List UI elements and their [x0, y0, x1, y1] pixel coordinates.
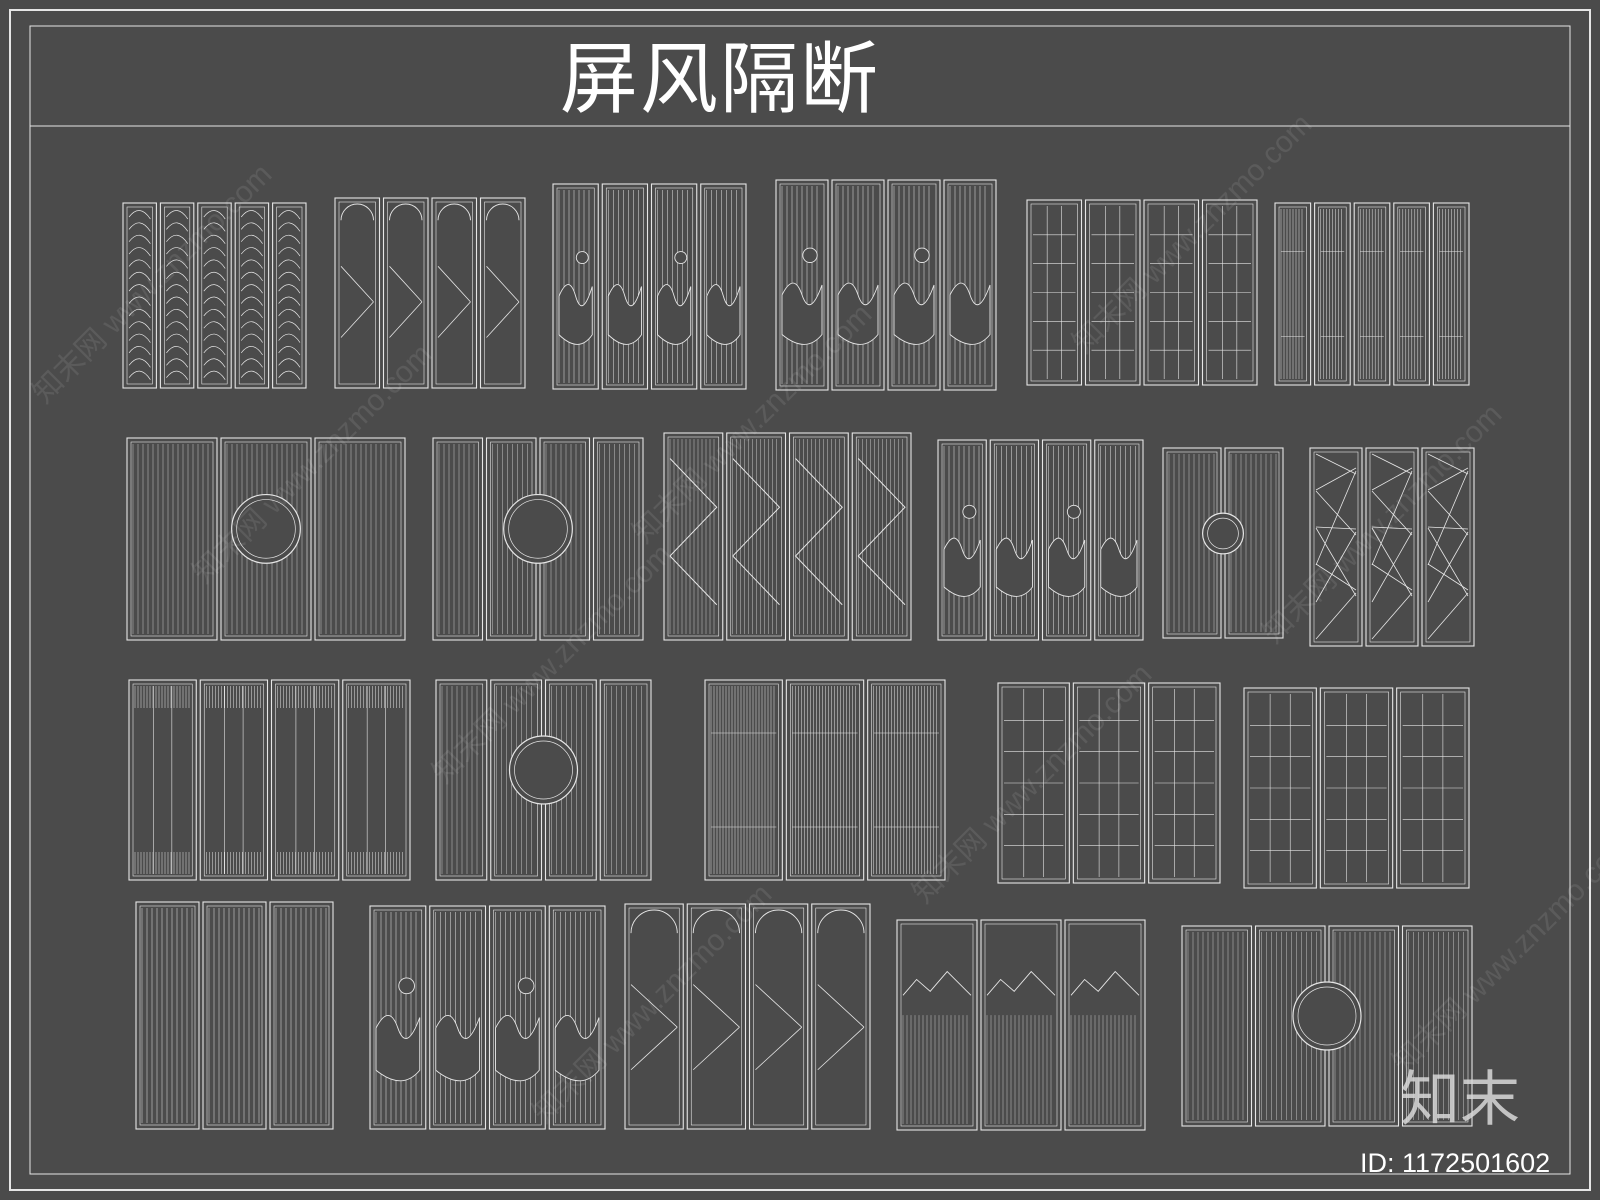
screen-mountain-slats-1: [552, 183, 747, 390]
screen-arch-panels: [334, 197, 526, 389]
znzmo-logo: 知末: [1400, 1065, 1520, 1135]
screen-lattice-4: [1026, 199, 1258, 386]
screen-landscape: [896, 919, 1146, 1131]
sheet-border: [9, 9, 1591, 1191]
screen-bamboo-glass: [1274, 202, 1470, 386]
screen-framed-panels: [128, 679, 411, 881]
screen-arch-slats: [624, 903, 871, 1130]
screen-grid-lattice: [997, 682, 1221, 884]
screen-moon-bamboo: [1181, 925, 1473, 1127]
id-label: ID: 1172501602: [1360, 1148, 1551, 1178]
screen-mountain-slats-2: [937, 439, 1144, 641]
screen-moon-door-lattice: [126, 437, 406, 641]
screen-leaf-pattern: [122, 202, 307, 389]
screen-bamboo-center: [704, 679, 946, 881]
screen-slat-frame: [135, 901, 334, 1130]
screen-mountain-moon-1: [775, 179, 997, 391]
sheet-title: 屏风隔断: [560, 35, 881, 125]
screen-moon-window: [1162, 447, 1284, 639]
screen-mountain-moon-2: [369, 905, 606, 1130]
screen-diagonal-slats: [663, 432, 912, 641]
screen-moon-door-simple: [432, 437, 644, 641]
screen-moon-slats: [435, 679, 652, 881]
screen-ice-crack: [1309, 447, 1475, 647]
screen-side-lattice: [1243, 687, 1470, 889]
